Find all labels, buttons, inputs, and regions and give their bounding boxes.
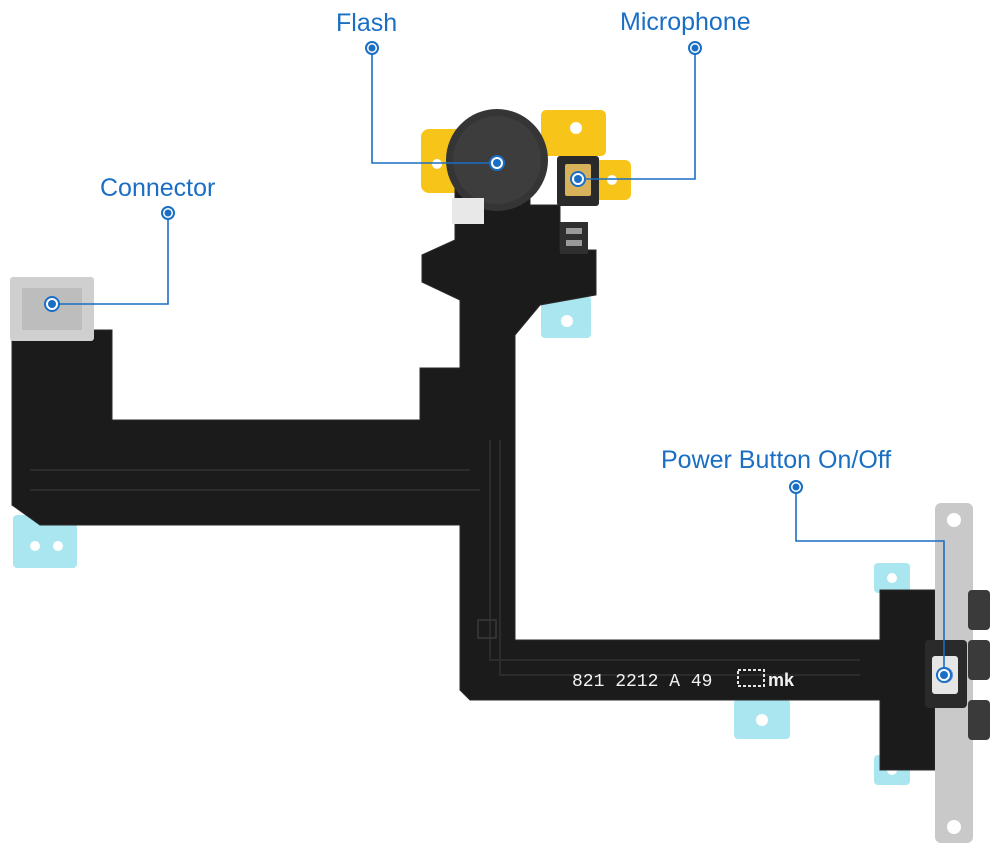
callout-dot-flash-inner	[493, 159, 501, 167]
flex-cable	[11, 159, 936, 771]
callout-dot-mic-inner	[574, 175, 582, 183]
flex-cable-trace-lines	[30, 440, 860, 676]
callout-line-connector	[52, 213, 169, 305]
tab-hole	[30, 541, 40, 551]
label-microphone: Microphone	[620, 8, 751, 36]
part-marking-suffix: mk	[768, 670, 795, 690]
adhesive-tab-left	[13, 515, 77, 568]
label-power-button: Power Button On/Off	[661, 446, 892, 474]
callout-dot-connector-top-inner	[164, 209, 172, 217]
microphone-pcb	[560, 222, 588, 254]
bracket-hole	[947, 513, 961, 527]
tab-hole	[887, 573, 897, 583]
callout-line-flash	[371, 48, 497, 164]
callout-dots	[44, 41, 952, 683]
smd-component	[566, 240, 582, 246]
microphone-module	[557, 156, 599, 254]
part-number-text: 821 2212 A 49	[572, 672, 712, 692]
callout-line-microphone	[578, 48, 696, 180]
power-button-bracket	[925, 503, 990, 843]
tab-hole	[432, 159, 442, 169]
data-matrix-code	[737, 669, 765, 687]
part-marking: 821 2212 A 49 mk	[572, 669, 795, 692]
tab-hole	[756, 714, 768, 726]
callout-line-power	[795, 487, 945, 675]
bracket-tab	[968, 590, 990, 630]
tab-hole	[53, 541, 63, 551]
bracket-tab	[968, 700, 990, 740]
label-flash: Flash	[336, 9, 398, 37]
bracket-tab	[968, 640, 990, 680]
smd-component	[566, 228, 582, 234]
cable-slot	[477, 619, 497, 639]
flex-cable-body	[11, 159, 936, 771]
flash-base	[452, 198, 484, 224]
callout-dot-connector-inner	[48, 300, 56, 308]
callout-dot-power-top-inner	[792, 483, 800, 491]
yellow-tabs	[421, 110, 631, 200]
tab-hole	[570, 122, 582, 134]
callout-dot-power-inner	[940, 671, 948, 679]
callout-dot-mic-top-inner	[691, 44, 699, 52]
tab-hole	[607, 175, 617, 185]
callout-dot-flash-top-inner	[368, 44, 376, 52]
tab-hole	[561, 315, 573, 327]
label-connector: Connector	[100, 174, 216, 202]
adhesive-tabs	[13, 296, 910, 785]
bracket-hole	[947, 820, 961, 834]
callouts	[52, 48, 945, 675]
